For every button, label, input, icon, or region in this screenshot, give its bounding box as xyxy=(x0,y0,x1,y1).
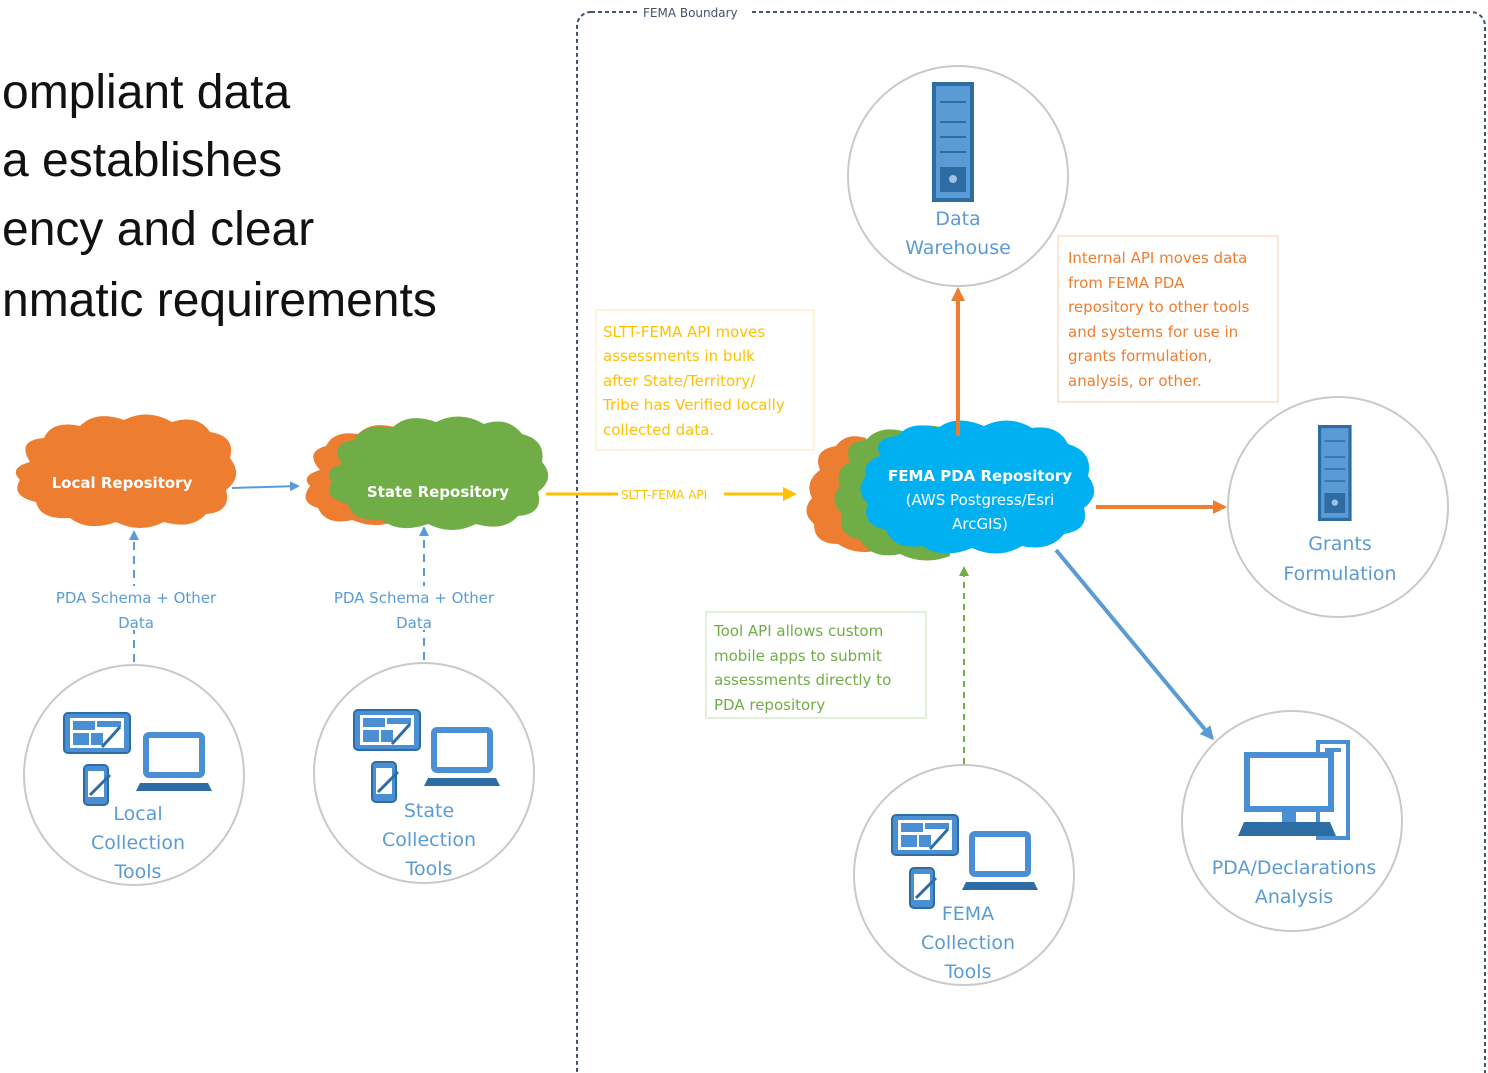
local-tools-label-3: Tools xyxy=(114,861,162,883)
sltt-api-label: SLTT-FEMA API xyxy=(621,488,707,502)
data-warehouse-label-1: Data xyxy=(935,208,980,230)
local-repository-label: Local Repository xyxy=(52,474,193,492)
local-tools-label-2: Collection xyxy=(91,832,185,854)
internal-note-line-1: Internal API moves data xyxy=(1068,249,1247,267)
internal-note-line-2: from FEMA PDA xyxy=(1068,274,1185,292)
state-repository-label: State Repository xyxy=(367,483,509,501)
svg-text:SLTT-FEMA API moves asse: SLTT-FEMA API moves assessments in bulk … xyxy=(602,323,790,439)
sltt-note: SLTT-FEMA API moves assessments in bulk … xyxy=(595,309,815,451)
heading-line-2: a establishes xyxy=(2,134,282,187)
data-warehouse-label-2: Warehouse xyxy=(905,237,1011,259)
local-tools-label-1: Local xyxy=(113,803,162,825)
state-repository-cloud: State Repository xyxy=(305,416,549,530)
local-schema-label-1: PDA Schema + Other xyxy=(56,589,217,607)
fema-tools-label-1: FEMA xyxy=(942,903,994,925)
internal-note-line-6: analysis, or other. xyxy=(1068,372,1202,390)
svg-text:Tool API allows custom m: Tool API allows custom mobile apps to su… xyxy=(713,622,896,714)
phone-icon xyxy=(908,866,938,910)
sltt-note-line-5: collected data. xyxy=(603,421,714,439)
repo-to-analysis-arrow xyxy=(1054,548,1214,741)
fema-boundary-label: FEMA Boundary xyxy=(643,6,738,20)
fema-tools-label-2: Collection xyxy=(921,932,1015,954)
fema-repo-subtitle-2: ArcGIS) xyxy=(952,515,1008,533)
fema-repo-title: FEMA PDA Repository xyxy=(888,467,1072,485)
grants-label-2: Formulation xyxy=(1283,563,1396,585)
fema-pda-repository-cloud: FEMA PDA Repository (AWS Postgress/Esri … xyxy=(806,420,1095,561)
tablet-icon xyxy=(890,813,960,857)
slide-heading: ompliant data a establishes ency and cle… xyxy=(2,66,437,327)
fema-tools-label-3: Tools xyxy=(944,961,992,983)
sltt-note-line-2: assessments in bulk xyxy=(603,347,755,365)
state-schema-label-1: PDA Schema + Other xyxy=(334,589,495,607)
grants-label-1: Grants xyxy=(1308,533,1372,555)
sltt-note-line-4: Tribe has Verified locally xyxy=(602,396,785,414)
pda-analysis-label-2: Analysis xyxy=(1255,886,1333,908)
state-tools-label-2: Collection xyxy=(382,829,476,851)
tool-note-line-2: mobile apps to submit xyxy=(714,647,882,665)
heading-line-4: nmatic requirements xyxy=(2,274,437,327)
internal-note-line-3: repository to other tools xyxy=(1068,298,1250,316)
state-schema-label-2: Data xyxy=(396,614,432,632)
heading-line-3: ency and clear xyxy=(2,203,314,256)
svg-text:Internal API moves data: Internal API moves data from FEMA PDA re… xyxy=(1068,249,1254,390)
local-repository-cloud: Local Repository xyxy=(15,414,237,528)
tablet-icon xyxy=(62,711,132,755)
local-to-state-arrow xyxy=(231,481,300,492)
local-schema-label-2: Data xyxy=(118,614,154,632)
phone-icon xyxy=(82,763,112,807)
tool-note-line-1: Tool API allows custom xyxy=(713,622,883,640)
server-icon xyxy=(931,81,975,203)
sltt-note-line-3: after State/Territory/ xyxy=(603,372,756,390)
fema-boundary xyxy=(576,11,1486,1073)
heading-line-1: ompliant data xyxy=(2,66,290,119)
fema-repo-subtitle-1: (AWS Postgress/Esri xyxy=(906,491,1055,509)
sltt-note-line-1: SLTT-FEMA API moves xyxy=(603,323,765,341)
tool-note-line-4: PDA repository xyxy=(714,696,825,714)
tool-note-line-3: assessments directly to xyxy=(714,671,891,689)
server-icon xyxy=(1317,424,1353,522)
desktop-computer-icon xyxy=(1238,740,1350,840)
tool-api-note: Tool API allows custom mobile apps to su… xyxy=(705,611,927,719)
pda-analysis-label-1: PDA/Declarations xyxy=(1212,857,1377,879)
tablet-icon xyxy=(352,708,422,752)
phone-icon xyxy=(370,760,400,804)
internal-api-note: Internal API moves data from FEMA PDA re… xyxy=(1057,235,1279,403)
state-tools-label-1: State xyxy=(404,800,454,822)
internal-note-line-5: grants formulation, xyxy=(1068,347,1212,365)
state-tools-label-3: Tools xyxy=(405,858,453,880)
internal-note-line-4: and systems for use in xyxy=(1068,323,1238,341)
